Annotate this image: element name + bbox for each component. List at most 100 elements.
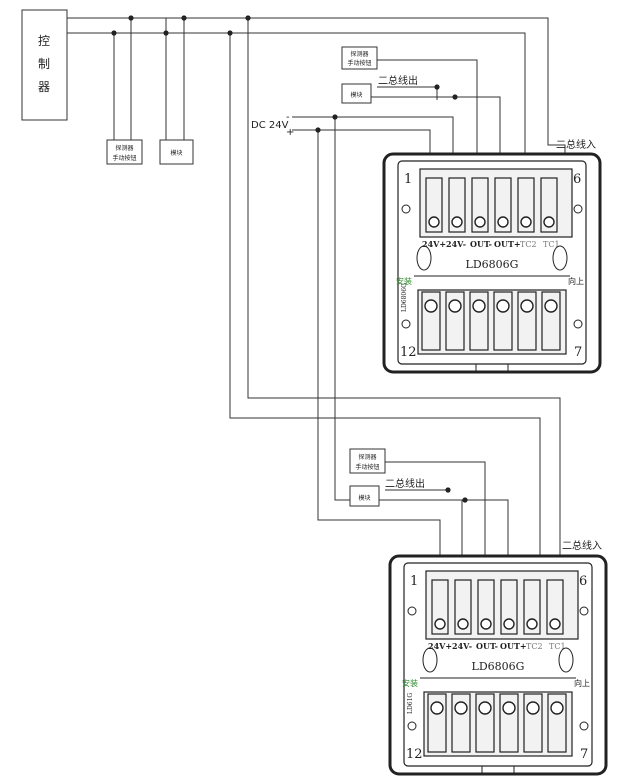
controller: 控 制 器 [21,9,68,121]
junction [332,114,338,120]
bus-wire-1-to-tc1 [67,17,566,165]
upper-output-devices: 探测器 手动按钮 模块 二总线出 二总线入 [341,46,596,165]
terminal-block [419,168,573,238]
detector-button-box [341,46,378,70]
lower-output-devices: 探测器 手动按钮 模块 二总线出 二总线入 [349,448,602,558]
screw [543,216,555,228]
controller-label-2: 制 [38,57,50,71]
out-minus-wire [377,59,478,165]
relay-block [423,691,573,757]
controller-label-1: 控 [38,34,50,48]
side-code-label: LD6806G [401,283,408,312]
up-label: 向上 [568,276,584,286]
junction [452,94,458,100]
module-box [341,83,372,104]
mounting-hole [579,721,589,731]
screw [496,299,510,313]
pin-1-label: 1 [410,574,418,589]
unit-tab [481,765,515,775]
terminal-label-out-plus: OUT+ [494,239,521,249]
module-box [159,139,194,165]
screw [544,299,558,313]
bus-wires [67,15,566,558]
bus-wire-b-to-lower [229,33,541,558]
junction [163,30,169,36]
screw [430,701,444,715]
relay-block [417,289,567,355]
screw [549,618,561,630]
controller-label-3: 器 [38,80,50,94]
terminal-block [425,570,579,640]
mounting-slot [416,245,432,271]
mounting-hole [573,319,583,329]
mounting-slot [552,245,568,271]
module-bus-wire-a [377,86,438,100]
screw [520,299,534,313]
junction [315,127,321,133]
bus-wire-2-to-tc2 [114,32,526,165]
screw [520,216,532,228]
detector-label: 探测器 [115,144,133,152]
bus-module-box: 模块 [159,139,194,165]
install-label: 安装 [402,678,418,688]
screw [472,299,486,313]
module-box [349,485,380,507]
pin-1-label: 1 [404,172,412,187]
screw [497,216,509,228]
screw [503,618,515,630]
dc-minus-label: - [286,112,290,123]
junction [462,497,468,503]
terminal-label-24v-plus: 24V+ [422,239,446,249]
relay-block-body [423,691,573,757]
mounting-hole [401,319,411,329]
bus-wire-a-to-lower [247,18,561,558]
module-label: 模块 [358,494,370,502]
screw [526,701,540,715]
button-label: 手动按钮 [355,463,379,471]
mounting-hole [401,204,411,214]
terminal-label-out-minus: OUT- [470,239,492,249]
dc-minus-to-upper [292,116,454,165]
mounting-slot [558,647,574,673]
terminal-label-out-minus: OUT- [476,641,498,651]
out-plus-wire [379,499,509,558]
up-label: 向上 [574,678,590,688]
junction [181,15,187,21]
screw [451,216,463,228]
screw [454,701,468,715]
pin-7-label: 7 [574,345,582,360]
screw [480,618,492,630]
pin-6-label: 6 [579,574,587,589]
pin-7-label: 7 [580,747,588,762]
screw [550,701,564,715]
unit-upper: 1 6 12 7 24V+ 24V- OUT- OUT+ TC2 TC1 [382,152,602,374]
two-bus-in-label: 二总线入 [556,138,596,151]
screw [474,216,486,228]
out-minus-wire [385,461,486,558]
mounting-slot [422,647,438,673]
junction [111,30,117,36]
relay-block-body [417,289,567,355]
terminal-label-tc2: TC2 [526,642,543,651]
side-code-label: LD61G [407,693,414,714]
terminal-label-24v-plus: 24V+ [428,641,452,651]
detector-label: 探测器 [358,453,376,461]
two-bus-out-label: 二总线出 [385,477,425,490]
detector-button-box [106,139,143,165]
junction [434,84,440,90]
detector-button-box [349,448,386,474]
unit-lower: 1 6 12 7 24V+ 24V- OUT- OUT+ TC2 TC1 [388,554,608,776]
terminal-label-tc1: TC1 [549,642,566,651]
junction [128,15,134,21]
unit-tab [475,363,509,373]
terminal-label-out-plus: OUT+ [500,641,527,651]
unit-model-label: LD6806G [466,258,519,271]
junction [445,487,451,493]
screw [526,618,538,630]
screw [478,701,492,715]
unit-model-label: LD6806G [472,660,525,673]
dc-supply-label: DC 24V [251,120,289,131]
module-label: 模块 [350,91,362,99]
terminal-label-24v-minus: 24V- [446,239,466,249]
screw [424,299,438,313]
